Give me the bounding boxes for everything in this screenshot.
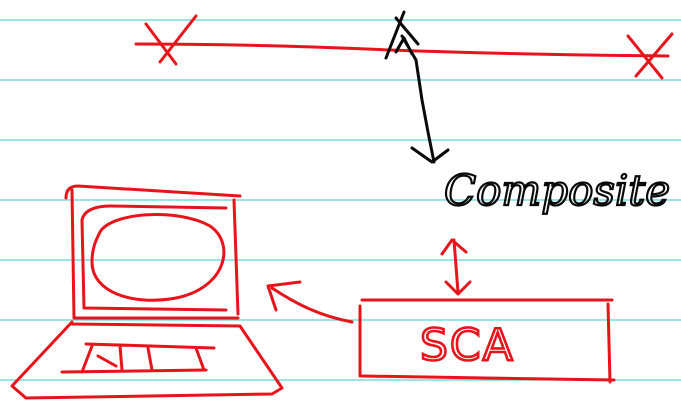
composite-pointer: Composite [384, 10, 671, 216]
double-arrow-icon [440, 238, 472, 296]
arrow-left-icon [266, 280, 354, 324]
x-mark-icon [144, 14, 198, 66]
keyboard-keys [60, 342, 216, 374]
laptop-base [10, 320, 284, 400]
sca-module: SCA [358, 238, 616, 384]
laptop-sketch-icon [10, 184, 284, 400]
x-mark-icon [384, 10, 420, 60]
double-arrow-icon [394, 34, 450, 164]
sca-box [358, 298, 616, 384]
laptop-screen-inner [80, 204, 228, 312]
composite-label: Composite [444, 166, 670, 215]
x-mark-icon [626, 32, 674, 80]
laptop-screen-frame [64, 184, 242, 320]
wire-path [134, 42, 670, 58]
screen-circle-icon [90, 213, 226, 302]
sca-label: SCA [420, 320, 515, 371]
